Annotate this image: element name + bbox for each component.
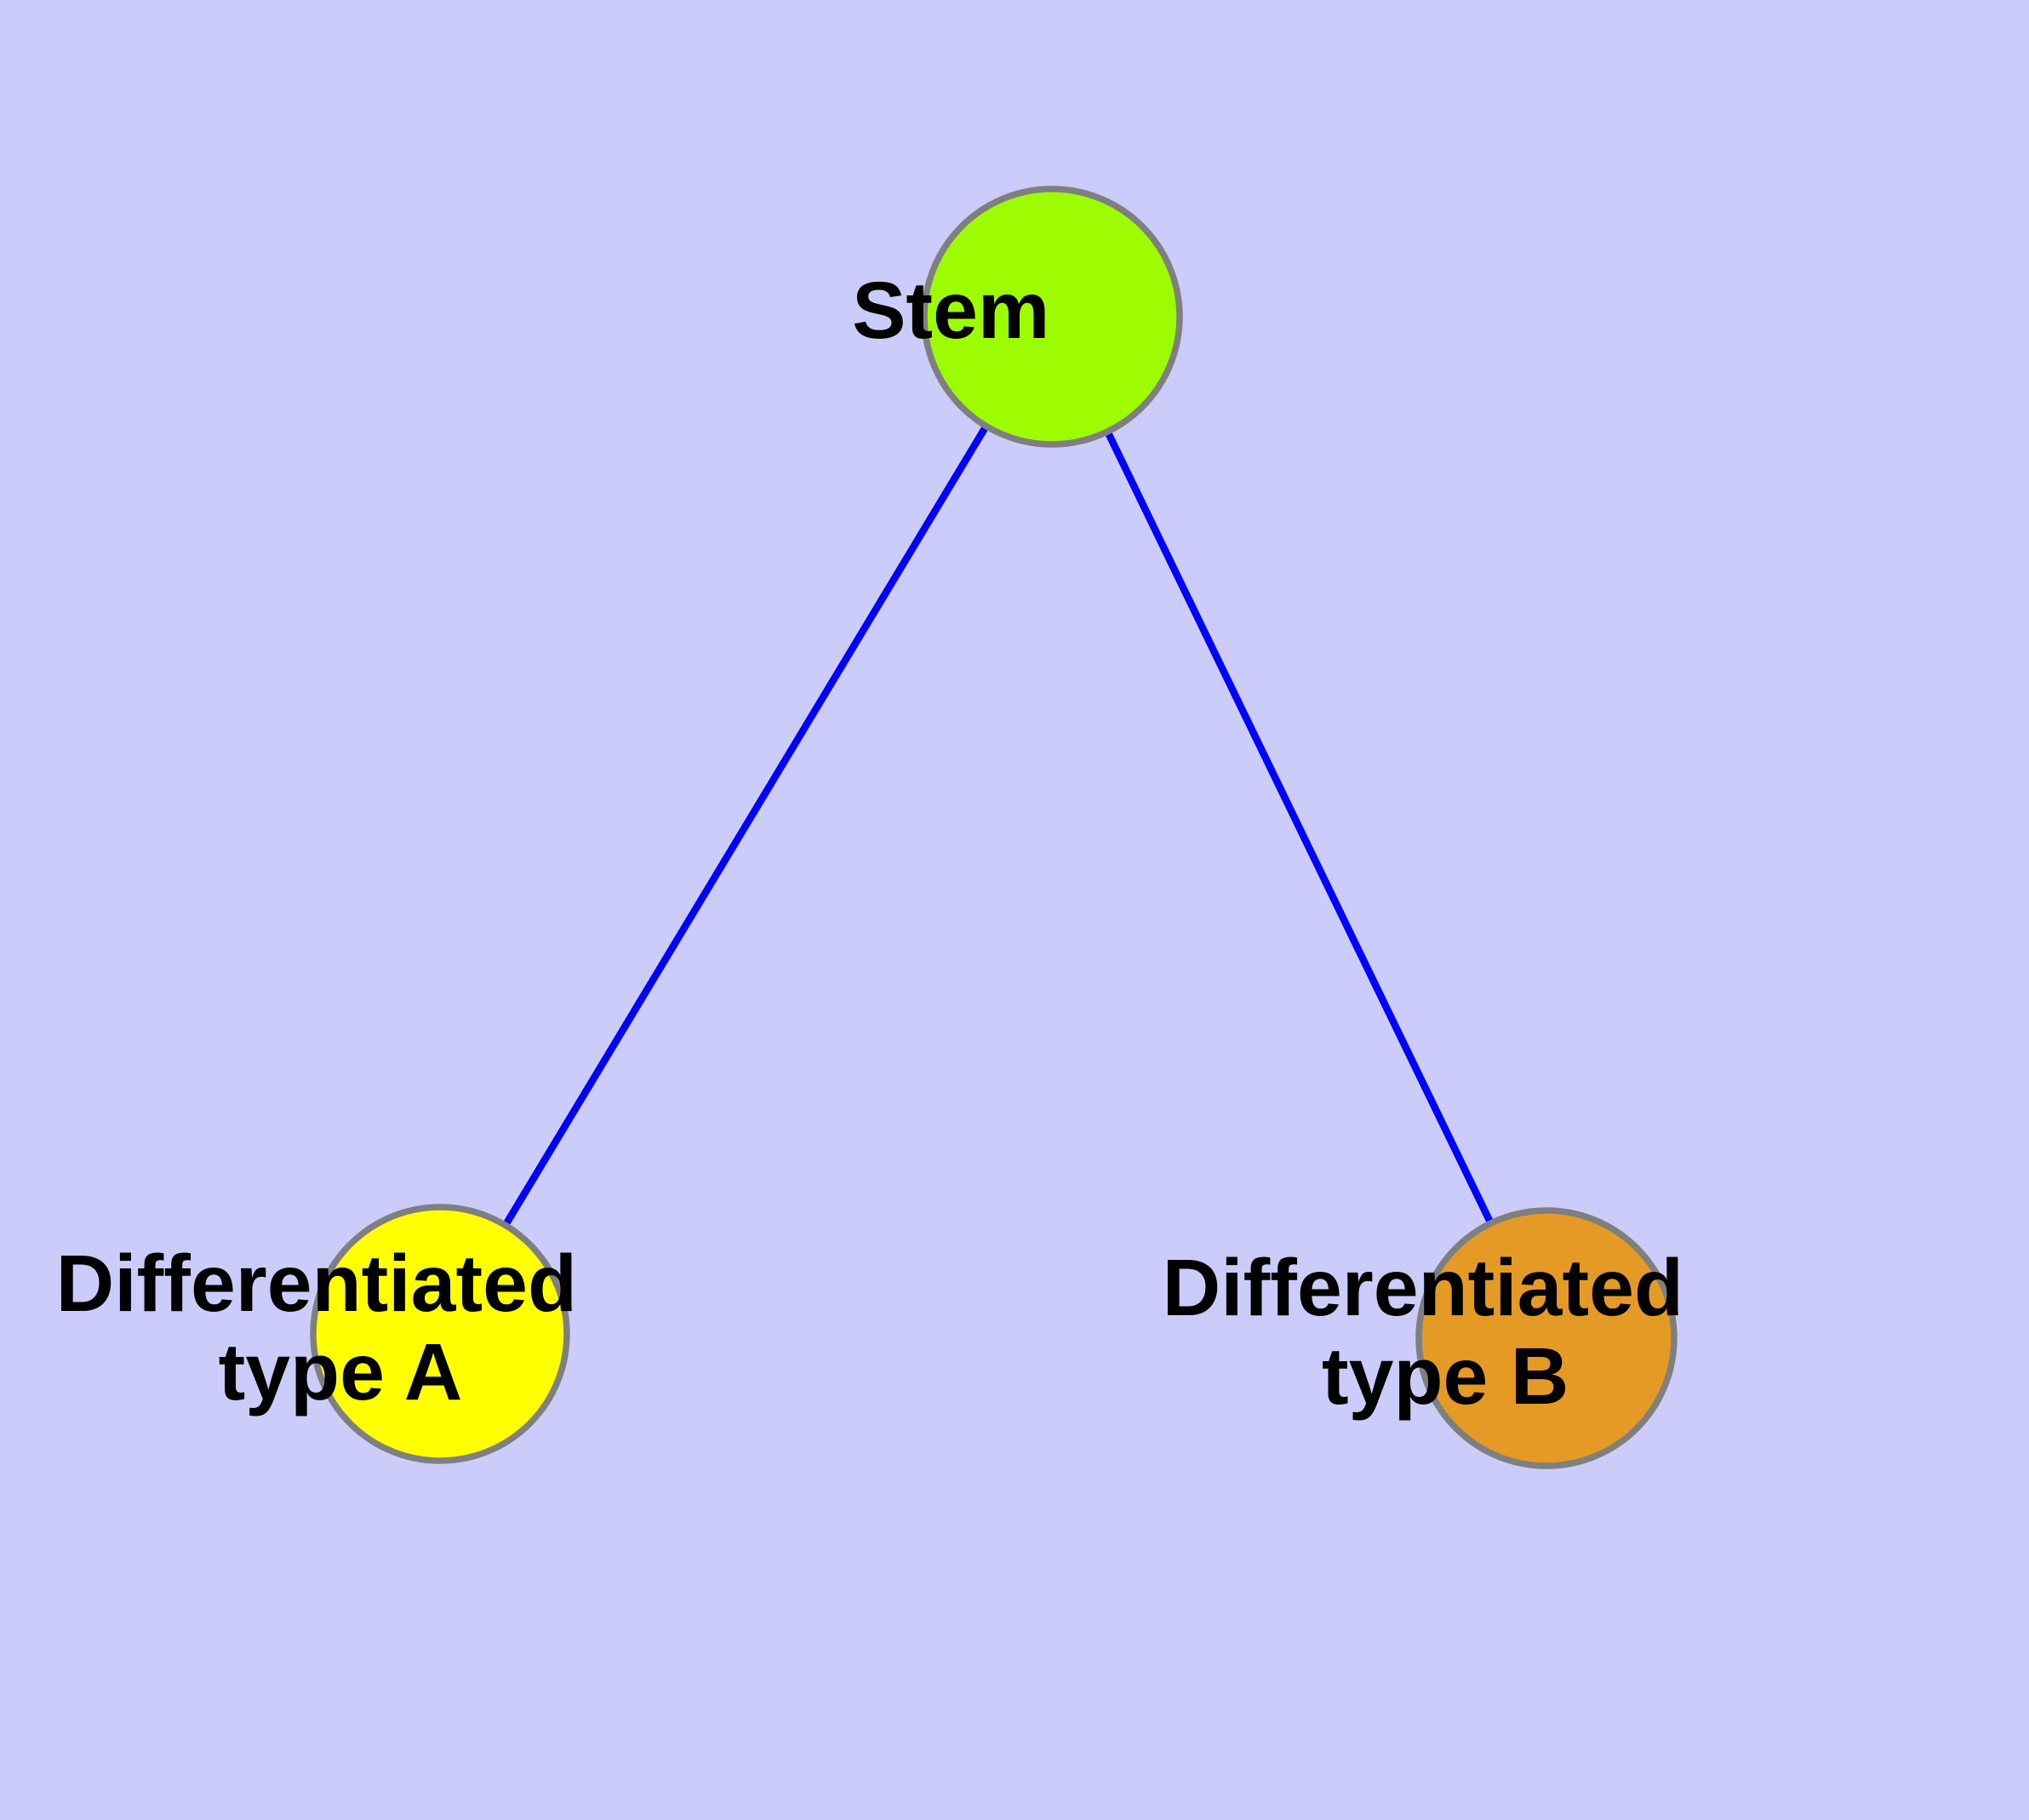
edge-stem-to-differentiated-type-b[interactable] <box>1049 315 1550 1340</box>
node-stem-label: Stem <box>0 0 1252 356</box>
node-differentiated-type-b-label-line2: type B <box>1322 1331 1569 1422</box>
node-differentiated-type-a-label-line2: type A <box>219 1327 461 1417</box>
node-differentiated-type-a-label-line1: Differentiated <box>56 1239 577 1329</box>
node-differentiated-type-a[interactable]: Differentiated type A <box>0 0 824 1464</box>
node-differentiated-type-b[interactable]: Differentiated type B <box>0 0 1930 1469</box>
node-stem-label-line1: Stem <box>852 266 1049 356</box>
node-stem[interactable]: Stem <box>0 0 1252 448</box>
node-differentiated-type-a-label: Differentiated type A <box>0 0 824 1417</box>
node-stem-circle[interactable] <box>921 186 1183 448</box>
node-differentiated-type-b-label: Differentiated type B <box>1163 1243 1683 1422</box>
node-differentiated-type-b-circle[interactable] <box>1415 1207 1677 1469</box>
node-differentiated-type-b-label-line1: Differentiated <box>1163 1243 1683 1333</box>
nodes-layer: Stem Differentiated type A Differentiate… <box>0 0 1930 1469</box>
node-differentiated-type-a-circle[interactable] <box>310 1204 570 1464</box>
edge-stem-to-differentiated-type-a[interactable] <box>437 314 1055 1336</box>
edges-layer <box>437 314 1550 1340</box>
